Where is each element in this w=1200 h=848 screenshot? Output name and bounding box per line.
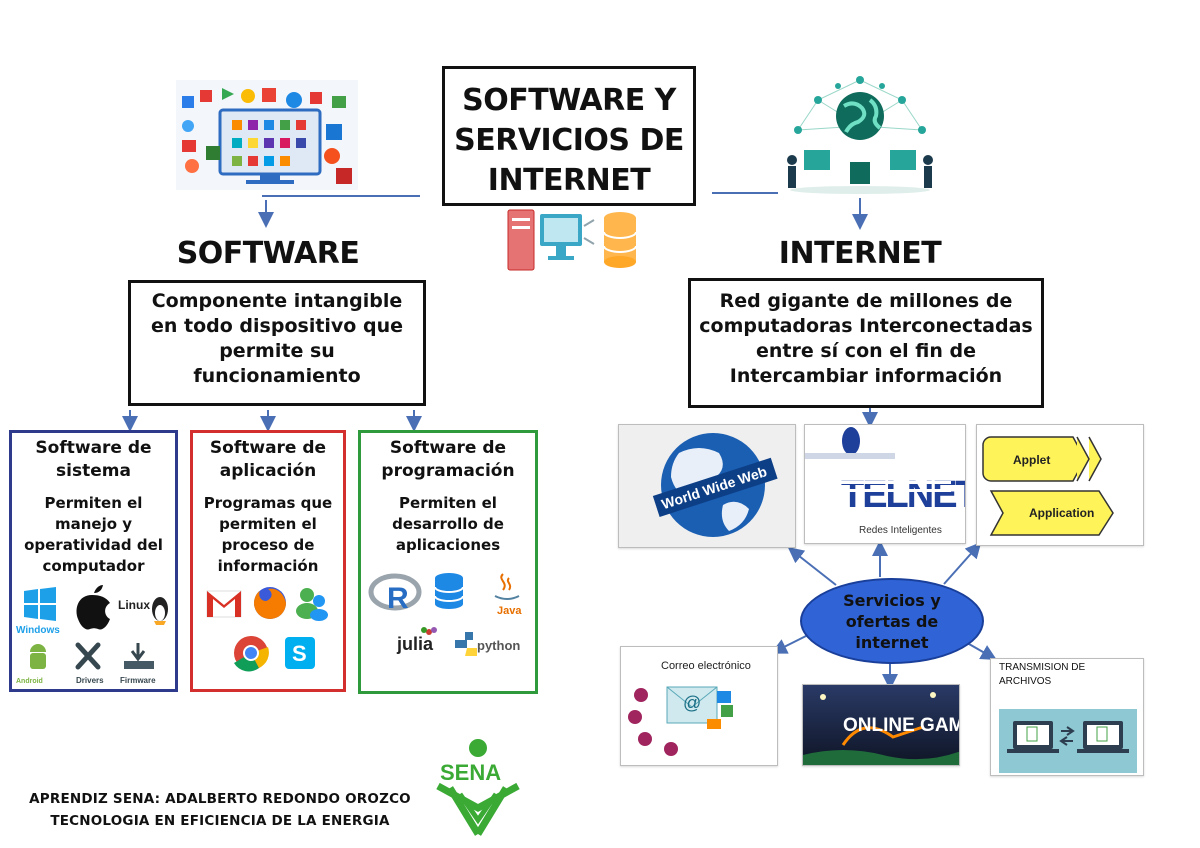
sena-logo: SENA [436, 739, 520, 836]
system-software-description: Permiten el manejo y operatividad del co… [24, 494, 163, 575]
telnet-logo: TELNET Redes Inteligentes [805, 427, 966, 536]
software-apps-illustration [176, 80, 358, 190]
android-label: Android [16, 678, 43, 685]
email-label: Correo electrónico [661, 660, 751, 672]
r-language-icon: R [368, 573, 422, 615]
svg-text:S: S [292, 641, 307, 666]
application-software-title: Software de aplicación [209, 438, 327, 481]
system-icons: Windows Linux Android Drivers Firmware [16, 585, 168, 685]
www-globe-image: World Wide Web [619, 425, 795, 547]
firmware-icon: Firmware [120, 643, 156, 685]
games-label: ONLINE GAMES [843, 715, 960, 736]
firmware-label: Firmware [120, 676, 156, 685]
linux-label: Linux [118, 598, 150, 612]
telnet-logo-text: TELNET [841, 474, 966, 516]
r-label: R [387, 582, 409, 615]
system-software-box: Software de sistema Permiten el manejo y… [9, 430, 178, 692]
drivers-icon: Drivers [75, 642, 104, 685]
gmail-icon [206, 590, 242, 618]
apple-icon [76, 585, 110, 630]
services-hub-label: Servicios y ofertas de internet [843, 590, 941, 652]
drivers-label: Drivers [76, 676, 104, 685]
python-icon: python [455, 632, 520, 656]
telnet-subtitle: Redes Inteligentes [859, 525, 942, 536]
system-software-title: Software de sistema [35, 438, 152, 481]
windows-label: Windows [16, 625, 60, 636]
programming-software-description: Permiten el desarrollo de aplicaciones [392, 494, 504, 554]
application-icons: S [206, 587, 328, 672]
application-label: Application [1029, 506, 1094, 520]
java-label: Java [497, 605, 522, 617]
chrome-icon [234, 636, 269, 672]
credits: APRENDIZ SENA: ADALBERTO REDONDO OROZCO … [0, 788, 440, 832]
internet-definition: Red gigante de millones de computadoras … [699, 290, 1033, 387]
credit-program: TECNOLOGIA EN EFICIENCIA DE LA ENERGIA [50, 813, 390, 829]
software-heading: SOFTWARE [176, 236, 360, 271]
hub-arrow-www [787, 547, 837, 586]
games-service-card: ONLINE GAMES [802, 684, 960, 766]
programming-icons: R Java julia python [368, 573, 522, 656]
software-definition: Componente intangible en todo dispositiv… [151, 290, 403, 387]
applet-diagram: Applet Application [982, 436, 1114, 536]
python-label: python [477, 638, 520, 653]
internet-heading: INTERNET [778, 236, 942, 271]
android-icon: Android [16, 644, 46, 685]
software-definition-box: Componente intangible en todo dispositiv… [128, 280, 426, 406]
telnet-service-card: TELNET Redes Inteligentes [804, 424, 966, 544]
global-network-illustration [778, 70, 942, 196]
internet-definition-box: Red gigante de millones de computadoras … [688, 278, 1044, 408]
transfer-service-card: TRANSMISION DE ARCHIVOS [990, 658, 1144, 776]
database-icon [434, 573, 464, 609]
windows-icon: Windows [16, 587, 60, 636]
svg-text:@: @ [683, 693, 701, 713]
services-hub: Servicios y ofertas de internet [800, 578, 984, 664]
programming-software-box: Software de programación Permiten el des… [358, 430, 538, 694]
skype-icon: S [285, 637, 315, 669]
application-software-description: Programas que permiten el proceso de inf… [203, 494, 333, 575]
application-software-box: Software de aplicación Programas que per… [190, 430, 346, 692]
main-title: SOFTWARE Y SERVICIOS DE INTERNET [454, 83, 684, 198]
file-transfer-illustration [999, 709, 1137, 773]
transfer-label: TRANSMISION DE ARCHIVOS [999, 662, 1086, 687]
sena-logo-text: SENA [440, 760, 501, 785]
applet-label: Applet [1013, 453, 1050, 467]
applet-service-card: Applet Application [976, 424, 1144, 546]
www-service-card: World Wide Web [618, 424, 796, 548]
online-games-image: ONLINE GAMES [803, 685, 960, 765]
programming-software-title: Software de programación [381, 438, 515, 481]
julia-label: julia [396, 634, 434, 654]
julia-icon: julia [396, 627, 437, 654]
hub-arrow-email [770, 635, 807, 654]
server-desktop-icon [507, 209, 637, 271]
credit-author: APRENDIZ SENA: ADALBERTO REDONDO OROZCO [29, 791, 411, 807]
linux-icon: Linux [118, 597, 168, 625]
messenger-icon [296, 588, 328, 621]
email-service-card: Correo electrónico @ [620, 646, 778, 766]
email-illustration: Correo electrónico @ [628, 660, 751, 756]
hub-arrow-applet [943, 542, 982, 585]
main-title-box: SOFTWARE Y SERVICIOS DE INTERNET [442, 66, 696, 206]
firefox-icon [254, 587, 286, 619]
java-icon: Java [494, 573, 522, 617]
